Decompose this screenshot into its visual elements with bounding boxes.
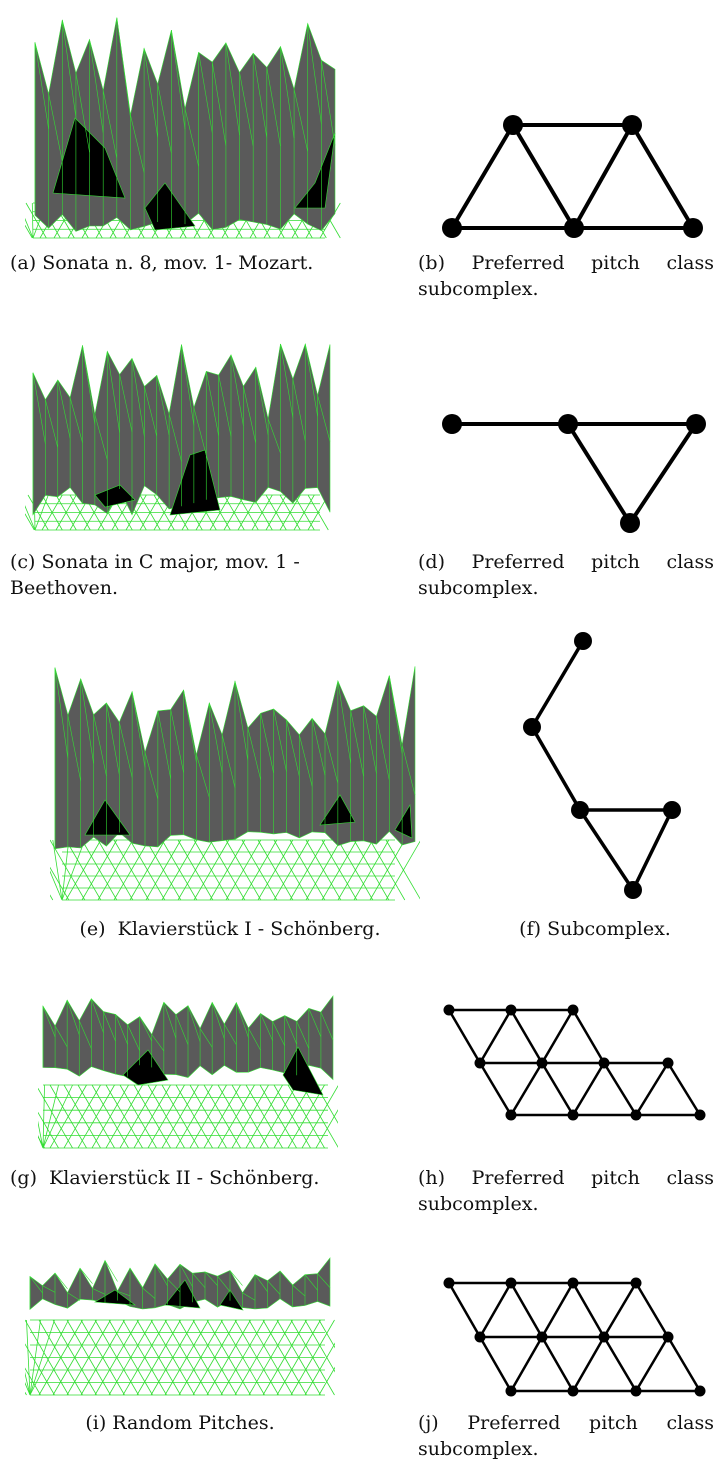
caption-a: (a) Sonata n. 8, mov. 1- Mozart. — [10, 252, 314, 274]
caption-g: (g) Klavierstück II - Schönberg. — [10, 1167, 320, 1189]
graph-j — [440, 1275, 715, 1400]
surface-svg-a — [25, 17, 341, 239]
surface-svg-g — [38, 995, 338, 1149]
surface-svg-e — [50, 666, 420, 901]
graph-f — [515, 630, 695, 900]
surface-plot-c — [25, 335, 345, 535]
surface-svg-i — [25, 1257, 335, 1396]
caption-b: (b) Preferred pitch class subcomplex. — [418, 252, 714, 300]
surface-plot-g — [38, 985, 338, 1155]
caption-i: (i) Random Pitches. — [85, 1412, 275, 1434]
caption-h: (h) Preferred pitch class subcomplex. — [418, 1167, 714, 1215]
subcomplex-graph-f — [523, 632, 681, 899]
graph-h — [440, 1000, 715, 1150]
surface-svg-c — [25, 342, 331, 531]
graph-b — [440, 110, 710, 240]
caption-d: (d) Preferred pitch class subcomplex. — [418, 551, 714, 599]
caption-c: (c) Sonata in C major, mov. 1 - Beethove… — [10, 551, 300, 599]
caption-f: (f) Subcomplex. — [519, 918, 671, 940]
caption-j: (j) Preferred pitch class subcomplex. — [418, 1412, 714, 1460]
subcomplex-graph-b — [442, 115, 703, 238]
caption-e: (e) Klavierstück I - Schönberg. — [79, 918, 381, 940]
surface-plot-i — [25, 1250, 335, 1400]
subcomplex-graph-h — [443, 1004, 706, 1121]
graph-d — [440, 405, 710, 535]
subcomplex-graph-d — [442, 414, 706, 533]
surface-plot-e — [50, 650, 420, 905]
surface-plot-a — [25, 8, 345, 243]
subcomplex-graph-j — [443, 1277, 706, 1397]
